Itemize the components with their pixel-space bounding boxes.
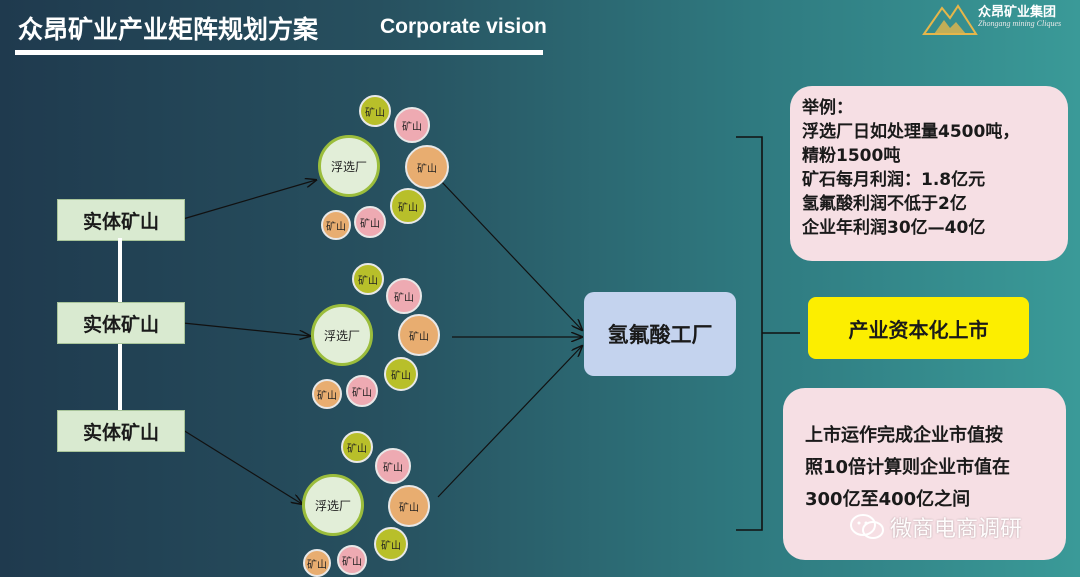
market-value-line: 上市运作完成企业市值按 [805,425,1003,446]
mine-satellite: 矿山 [359,95,391,127]
example-line: 氢氟酸利润不低于2亿 [802,194,967,214]
example-line: 企业年利润30亿—40亿 [802,218,986,238]
mine-satellite: 矿山 [341,431,373,463]
market-value-line: 照10倍计算则企业市值在 [805,457,1011,478]
mine-satellite: 矿山 [352,263,384,295]
mine-satellite: 矿山 [375,448,411,484]
mine-satellite: 矿山 [312,379,342,409]
title-underline [15,50,543,55]
page-title: 众昂矿业产业矩阵规划方案 [18,15,319,44]
mine-satellite: 矿山 [394,107,430,143]
example-box: 举例： 浮选厂日如处理量4500吨， 精粉1500吨 矿石每月利润：1.8亿元 … [790,86,1068,261]
watermark-text: 微商电商调研 [890,517,1023,542]
arrow-cluster1-factory [439,179,582,330]
bracket [736,136,763,531]
example-line: 精粉1500吨 [802,146,901,166]
wechat-icon [850,514,884,539]
market-value-box: 上市运作完成企业市值按 照10倍计算则企业市值在 300亿至400亿之间 [783,388,1066,560]
arrow-cluster3-factory [437,346,582,498]
mountain-logo-icon [922,4,978,35]
mine-box-2: 实体矿山 [57,302,185,344]
logo-subtitle: Zhongang mining Cliques [978,19,1062,28]
mine-satellite: 矿山 [398,314,440,356]
ipo-box: 产业资本化上市 [808,297,1029,359]
logo-name: 众昂矿业集团 [978,5,1057,20]
arrow-mine3-cluster3 [182,429,302,504]
mine-satellite: 矿山 [386,278,422,314]
mine-satellite: 矿山 [405,145,449,189]
mine-satellite: 矿山 [388,485,430,527]
page-subtitle: Corporate vision [380,15,547,38]
example-line: 矿石每月利润：1.8亿元 [802,170,986,190]
example-line: 举例： [802,98,853,118]
example-line: 浮选厂日如处理量4500吨， [802,122,1020,142]
mine-satellite: 矿山 [303,549,331,577]
market-value-line: 300亿至400亿之间 [805,489,971,510]
mine-satellite: 矿山 [384,357,418,391]
arrow-mine2-cluster2 [182,322,310,336]
hf-acid-factory-box: 氢氟酸工厂 [584,292,736,376]
mine-satellite: 矿山 [321,210,351,240]
arrow-mine1-cluster1 [182,180,316,220]
mine-satellite: 矿山 [374,527,408,561]
mine-box-3: 实体矿山 [57,410,185,452]
flotation-plant: 浮选厂 [302,474,364,536]
mine-satellite: 矿山 [337,545,367,575]
mine-box-1: 实体矿山 [57,199,185,241]
mine-satellite: 矿山 [346,375,378,407]
flotation-plant: 浮选厂 [311,304,373,366]
watermark: 微商电商调研 [850,511,1022,543]
flotation-plant: 浮选厂 [318,135,380,197]
mine-satellite: 矿山 [390,188,426,224]
mine-satellite: 矿山 [354,206,386,238]
